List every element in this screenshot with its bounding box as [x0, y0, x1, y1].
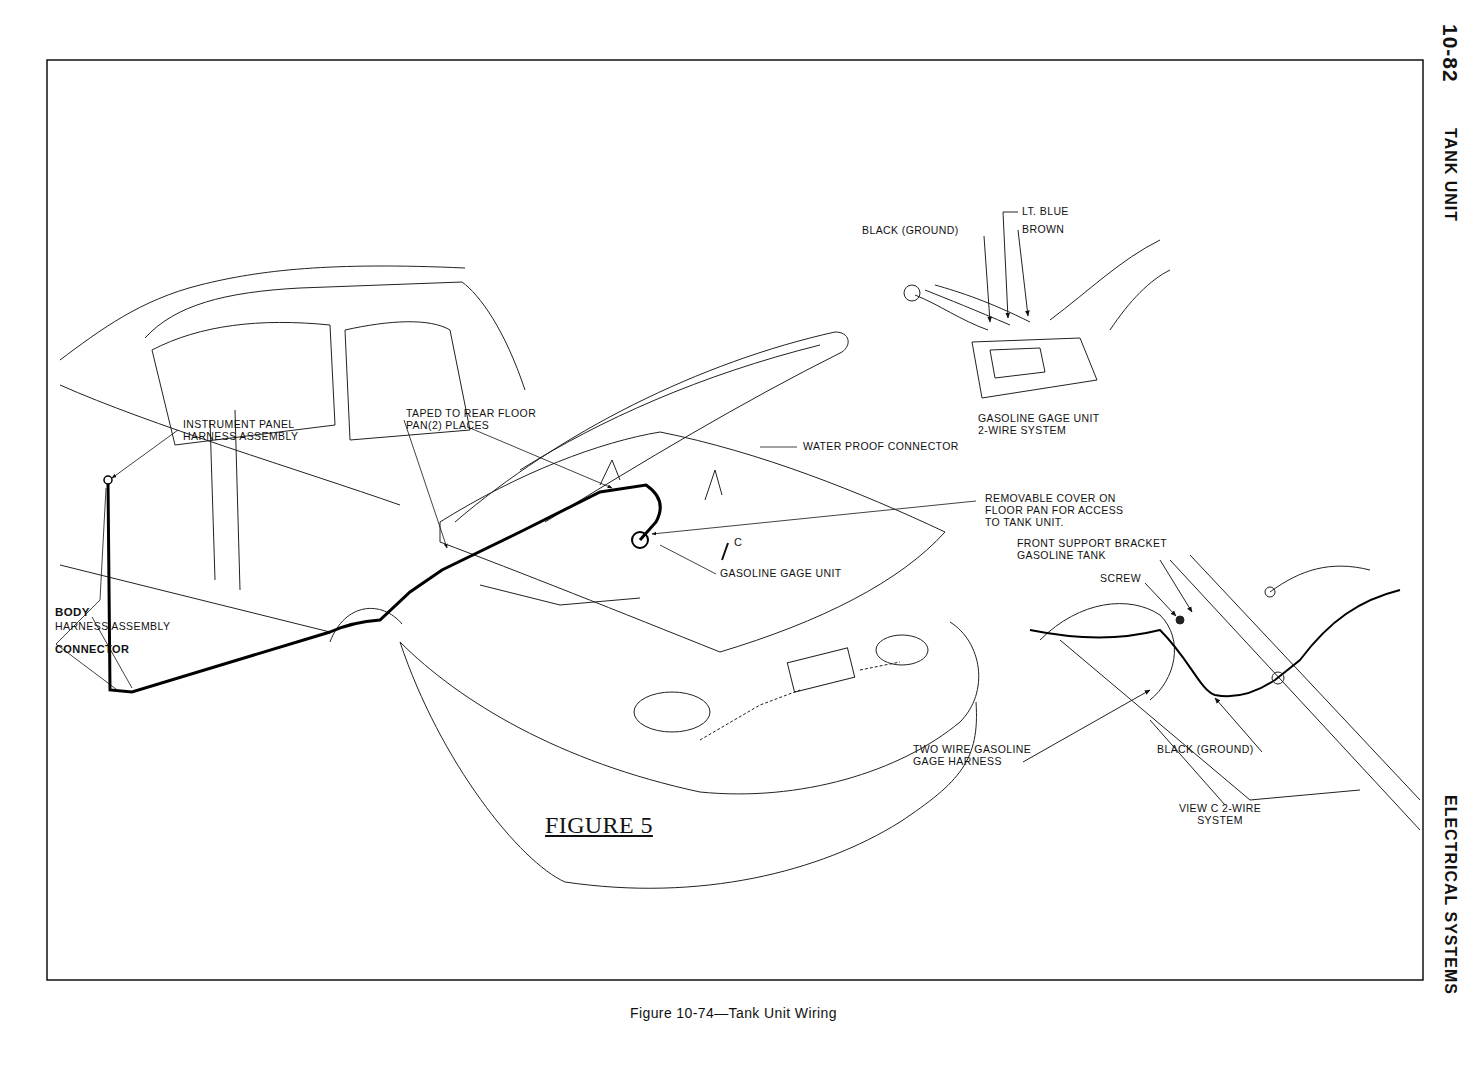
rear-wiring [700, 662, 900, 740]
part-label: LT. BLUE [1022, 205, 1069, 217]
part-label: REMOVABLE COVER ON FLOOR PAN FOR ACCESS … [985, 492, 1137, 528]
leader-line [1023, 690, 1150, 762]
leader-line [1003, 212, 1018, 318]
tank-outline [1040, 604, 1174, 700]
inset-edge [1060, 640, 1360, 800]
gage-unit-symbol [632, 532, 648, 548]
leader-line [1150, 720, 1225, 805]
belt-line [60, 385, 400, 505]
tail-light [634, 692, 710, 732]
wire [1270, 566, 1370, 592]
page-header: ELECTRICAL SYSTEMS [1441, 795, 1459, 995]
roof-edge [145, 282, 525, 390]
part-label: INSTRUMENT PANEL HARNESS ASSEMBLY [183, 418, 308, 442]
screw-symbol [1176, 616, 1184, 624]
two-wire-harness [1030, 590, 1400, 696]
figure-frame [47, 60, 1423, 980]
part-label: GASOLINE GAGE UNIT [720, 567, 842, 579]
part-label: BODY [55, 606, 90, 619]
gage-unit-plate [972, 338, 1097, 398]
part-label: VIEW C 2-WIRE SYSTEM [1170, 802, 1270, 826]
trunk-lid-edge [520, 345, 820, 470]
tail-light [876, 635, 928, 665]
body-harness [108, 482, 660, 692]
page-header: TANK UNIT [1441, 128, 1459, 222]
leaders [56, 420, 976, 692]
bumper [400, 642, 976, 888]
page-header: 10-82 [1438, 24, 1462, 83]
leader-line [760, 447, 797, 448]
part-label: TWO WIRE GASOLINE GAGE HARNESS [913, 743, 1043, 767]
view-marker [722, 543, 728, 560]
tank-outline [480, 585, 640, 605]
leader-line [984, 236, 990, 322]
leader-line [1145, 583, 1176, 616]
part-label: C [734, 536, 742, 549]
leader-line [404, 420, 447, 548]
wheel-arch [330, 608, 402, 642]
gage-unit-inset [904, 212, 1170, 398]
roof-line [60, 266, 465, 360]
view-c-inset [1023, 555, 1420, 830]
part-label: BLACK (GROUND) [1157, 743, 1254, 755]
trunk-lid [455, 332, 848, 522]
part-label: TAPED TO REAR FLOOR PAN(2) PLACES [406, 407, 556, 431]
part-label: SCREW [1100, 572, 1141, 584]
part-label: HARNESS ASSEMBLY [55, 620, 170, 632]
car-body [60, 266, 979, 888]
leader-line [660, 545, 716, 574]
part-label: WATER PROOF CONNECTOR [803, 440, 959, 452]
leader-line [112, 430, 178, 478]
spacer [1430, 0, 1431, 1080]
rear-panel [400, 622, 979, 794]
body-panel [1050, 240, 1170, 330]
part-label: GASOLINE GAGE UNIT 2-WIRE SYSTEM [978, 412, 1108, 436]
part-label: FRONT SUPPORT BRACKET GASOLINE TANK [1017, 537, 1177, 561]
figure-number: FIGURE 5 [545, 812, 653, 840]
leader-line [470, 428, 612, 488]
wire-connector [1272, 672, 1284, 684]
lid-hinge [600, 460, 722, 500]
part-label: BROWN [1022, 223, 1064, 235]
leader-line [1018, 230, 1028, 316]
part-label: CONNECTOR [55, 643, 129, 656]
connector-symbol [104, 476, 112, 484]
trunk-opening [440, 432, 945, 652]
wire-connector [904, 285, 920, 301]
part-label: BLACK (GROUND) [862, 224, 959, 236]
gage-wires [915, 285, 1030, 330]
gage-unit-body [990, 348, 1045, 378]
side-window [152, 322, 335, 445]
license-plate [787, 648, 854, 692]
figure-caption: Figure 10-74—Tank Unit Wiring [630, 1005, 837, 1021]
leader-line [652, 501, 976, 534]
